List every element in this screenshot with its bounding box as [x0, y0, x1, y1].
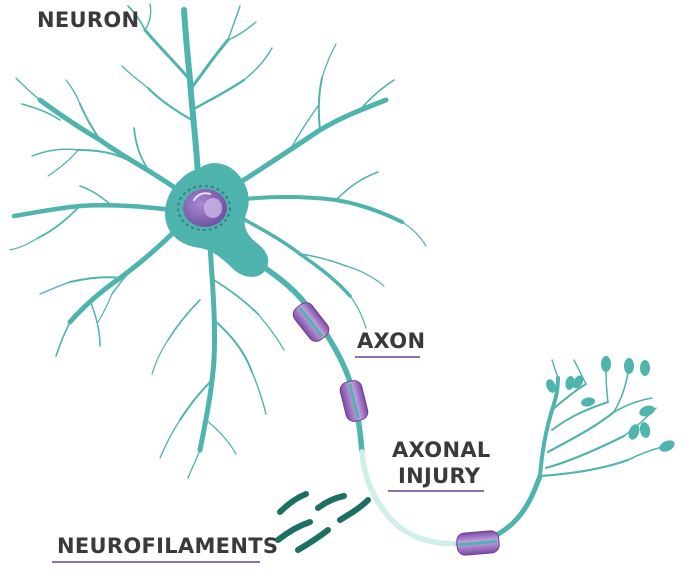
dendrites	[9, 3, 427, 479]
axonal-injury-label-line2: INJURY	[398, 464, 481, 488]
axonal-injury-segment	[359, 449, 461, 547]
myelin-sheath-1	[292, 302, 330, 342]
axon-terminals	[538, 359, 669, 478]
myelin-sheath-3	[456, 530, 500, 556]
myelin-sheath-2	[339, 380, 369, 422]
nuclear-envelope	[177, 185, 231, 231]
neurofilaments-label-underline	[52, 561, 260, 563]
nucleolus	[204, 198, 222, 218]
axon-label: AXON	[357, 329, 426, 353]
axonal-injury-label-line1: AXONAL	[392, 438, 491, 462]
axonal-injury-label-underline	[388, 490, 484, 492]
neuron-title: NEURON	[37, 8, 140, 32]
neurofilaments-label: NEUROFILAMENTS	[57, 534, 279, 558]
synaptic-boutons	[546, 356, 675, 452]
axon-label-underline	[355, 356, 420, 358]
neurofilaments	[275, 491, 371, 553]
axon	[253, 259, 543, 547]
